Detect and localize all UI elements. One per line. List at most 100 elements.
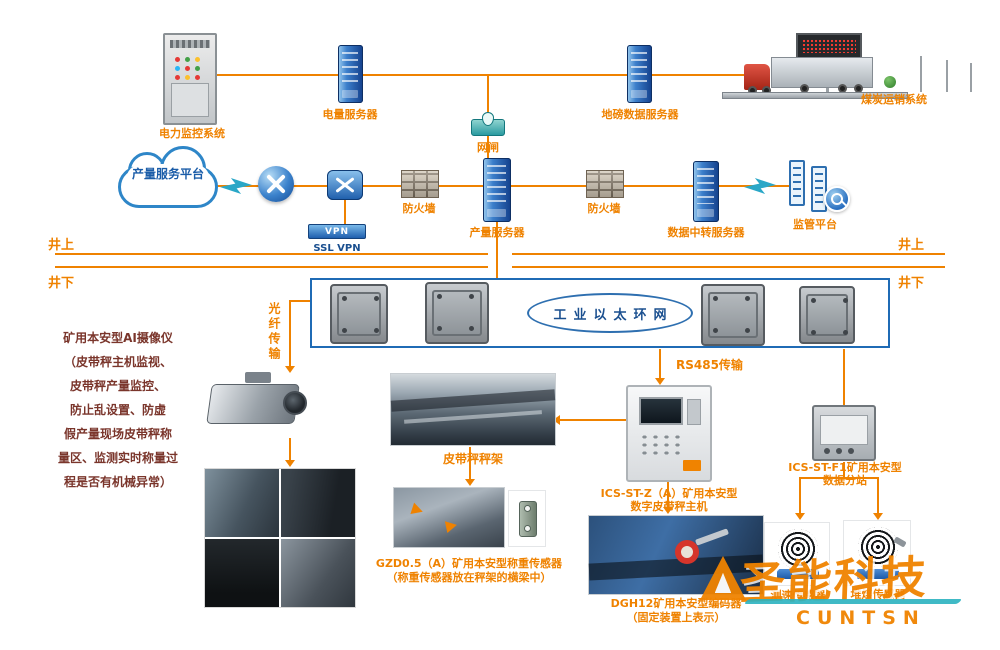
sensor-base	[777, 569, 819, 579]
coal-sales-label: 煤炭运销系统	[861, 93, 927, 106]
shield-icon	[482, 112, 494, 126]
vpn-badge-label: VPN	[324, 226, 350, 237]
rack-lines	[793, 167, 801, 169]
arrow-to-pilesensor	[873, 513, 883, 520]
ring-network-box	[310, 278, 890, 348]
divider-line-top-right	[512, 253, 945, 255]
cctv-panel	[205, 469, 279, 537]
supervision-rack	[789, 160, 805, 206]
light-pole	[946, 60, 948, 92]
substation-label-line1: ICS-ST-F1矿用本安型	[788, 461, 902, 474]
relay-server-icon	[693, 161, 719, 222]
cable-coil	[778, 529, 818, 569]
link-switch-vpn	[344, 198, 346, 224]
speed-sensor-photo	[764, 522, 830, 586]
divider-line-top-left	[55, 253, 488, 255]
watermark-logo-inner	[714, 572, 732, 593]
supervision-rack	[811, 166, 827, 212]
lightning-link-icon	[220, 178, 252, 194]
loadcell-hole	[524, 505, 531, 512]
data-substation-device	[812, 405, 876, 461]
server-foot	[631, 90, 647, 98]
ring-network-label: 工业以太环网	[553, 307, 674, 323]
substation-buttons	[824, 448, 830, 454]
camera-note-line: 量区、监测实时称量过	[57, 451, 178, 465]
light-pole	[970, 63, 972, 92]
annotation-arrow	[444, 518, 459, 534]
mine-switch-device	[425, 282, 489, 344]
host-keypad	[639, 433, 683, 457]
gateway-label: 网闸	[477, 141, 499, 154]
cctv-panel	[281, 469, 355, 537]
cabinet-door	[171, 83, 209, 117]
server-slots	[631, 52, 647, 85]
power-server-label: 电量服务器	[322, 108, 378, 121]
pile-sensor-photo	[843, 520, 911, 586]
link-to-speedsensor	[799, 477, 801, 514]
magnifier-badge-icon	[824, 186, 850, 212]
mine-switch-device	[330, 284, 388, 344]
link-host-encoder	[667, 482, 669, 508]
lightning-link-icon	[744, 178, 776, 194]
link-ring-host	[659, 349, 661, 379]
zone-underground-right: 井下	[898, 276, 925, 291]
bush	[884, 76, 896, 88]
loadcell-item-photo	[508, 490, 546, 547]
production-server-label: 产量服务器	[469, 226, 525, 239]
speed-sensor-label: 测速传感器	[770, 589, 826, 602]
ssl-vpn-label: SSL VPN	[313, 243, 361, 254]
server-slots	[487, 165, 506, 204]
production-cloud: 产量服务平台	[118, 146, 220, 210]
link-cabinet-powerserver	[217, 74, 338, 76]
firewall-left-icon	[401, 170, 439, 198]
loadcell-body	[519, 501, 537, 537]
arrow-to-loadcell	[465, 479, 475, 486]
arrow-to-encoder	[663, 507, 673, 514]
camera-note-block: 矿用本安型AI摄像仪 （皮带秤主机监视、 皮带秤产量监控、 防止乱设置、防虚 假…	[50, 326, 186, 494]
cloud-mask	[126, 164, 210, 200]
camera-lens	[283, 391, 307, 415]
belt-band	[390, 389, 556, 413]
camera-note-line: （皮带秤主机监视、	[63, 355, 172, 369]
substation-label-line2: 数据分站	[823, 474, 867, 487]
light-pole	[920, 56, 922, 92]
arrow-to-speedsensor	[795, 513, 805, 520]
cctv-panel	[281, 539, 355, 607]
host-side-strip	[687, 399, 701, 425]
server-foot	[697, 209, 714, 217]
server-foot	[342, 90, 358, 98]
link-top-bus	[362, 74, 745, 76]
encoder-label-line1: DGH12矿用本安型编码器	[610, 597, 742, 610]
cabinet-indicator-lights	[175, 57, 180, 62]
zone-underground-left: 井下	[48, 276, 75, 291]
loadcell-mount-photo	[393, 487, 505, 548]
mine-switch-device	[701, 284, 765, 346]
camera-note-title: 矿用本安型AI摄像仪	[63, 331, 173, 345]
link-sensor-split	[799, 477, 879, 479]
pile-sensor-label: 堆煤传感器	[850, 588, 906, 601]
zone-surface-left: 井上	[48, 238, 75, 253]
encoder-arm	[694, 528, 730, 546]
link-gateway-productionserver	[487, 136, 489, 162]
server-slots	[697, 168, 714, 204]
relay-server-label: 数据中转服务器	[667, 226, 745, 239]
link-host-beltframe	[560, 419, 626, 421]
cable-coil	[858, 527, 898, 567]
weighbridge-server-label: 地磅数据服务器	[601, 108, 679, 121]
cctv-panel	[205, 539, 279, 607]
server-foot	[487, 209, 506, 217]
encoder-photo	[588, 515, 764, 595]
frame-rail	[404, 410, 542, 424]
watermark-brand-en: CUNTSN	[796, 607, 926, 629]
link-ring-fiber-h	[289, 300, 310, 302]
divider-line-bottom-right	[512, 266, 945, 268]
loadcell-hole	[524, 525, 531, 532]
arrow-to-camera	[285, 366, 295, 373]
link-beltframe-loadcell	[469, 447, 471, 480]
watermark-swoosh	[743, 599, 963, 604]
weighbridge-server-icon	[627, 45, 652, 103]
arrow-to-host	[655, 378, 665, 385]
network-gate-device	[471, 112, 505, 136]
camera-note-line: 程是否有机械异常）	[63, 475, 172, 489]
